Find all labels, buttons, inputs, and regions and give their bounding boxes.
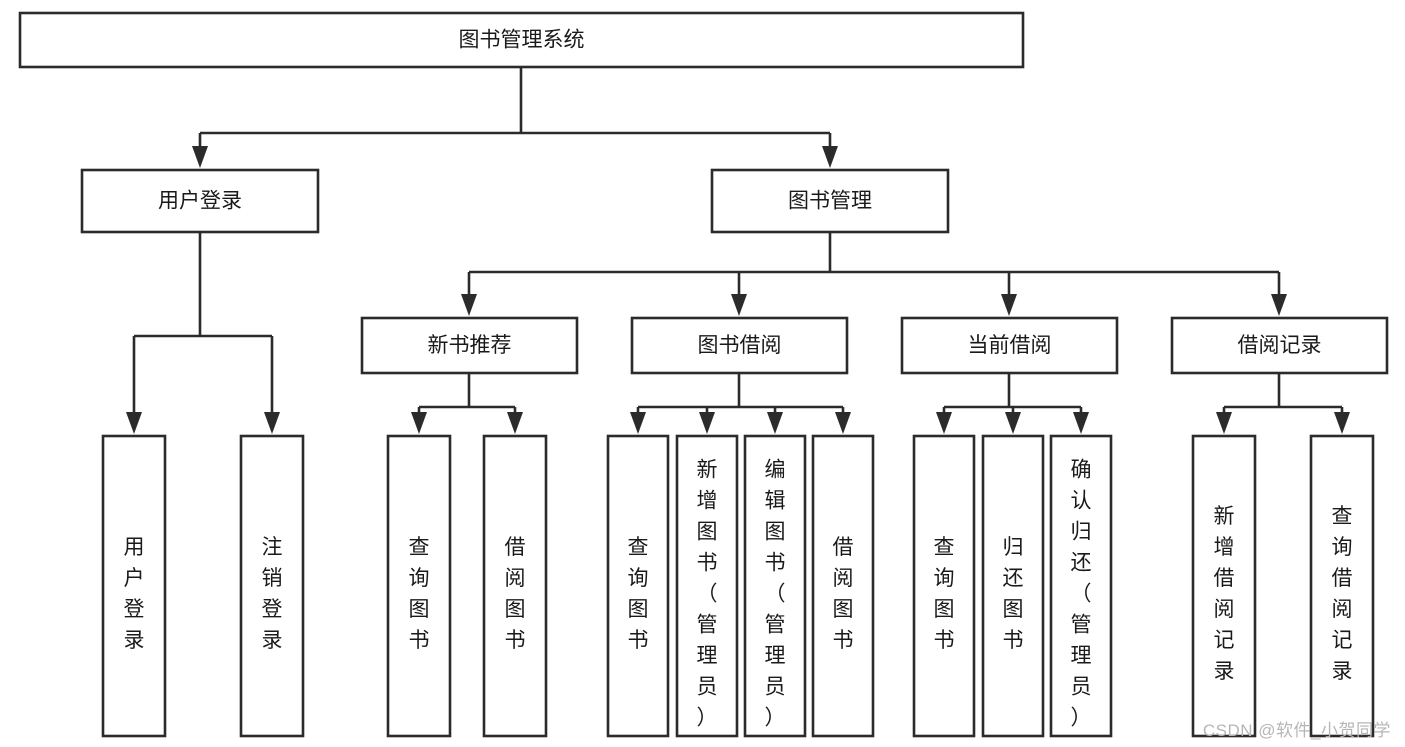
connectors-layer xyxy=(126,67,1350,434)
node-current-borrow[interactable]: 当前借阅 xyxy=(900,316,1119,375)
node-box[interactable] xyxy=(743,434,807,738)
node-box[interactable] xyxy=(900,316,1119,375)
connector-group-root-to-level2 xyxy=(192,67,838,168)
arrow-head-icon xyxy=(822,146,838,168)
node-leaf-rec-add[interactable]: 新增借阅记录 xyxy=(1191,434,1257,738)
nodes-layer: 图书管理系统用户登录图书管理新书推荐图书借阅当前借阅借阅记录用户登录注销登录查询… xyxy=(18,11,1389,738)
node-box[interactable] xyxy=(675,434,739,738)
node-box[interactable] xyxy=(981,434,1045,738)
arrow-head-icon xyxy=(461,294,477,316)
node-new-book-rec[interactable]: 新书推荐 xyxy=(360,316,579,375)
node-box[interactable] xyxy=(80,168,320,234)
arrow-head-icon xyxy=(411,412,427,434)
node-label: 注销登录 xyxy=(262,536,283,652)
node-label: 查询借阅记录 xyxy=(1332,505,1353,683)
node-label: 归还图书 xyxy=(1003,536,1024,652)
node-leaf-rec-query[interactable]: 查询图书 xyxy=(386,434,452,738)
node-leaf-borrow-edit[interactable]: 编辑图书（管理员） xyxy=(743,434,807,738)
node-leaf-rec-borrow[interactable]: 借阅图书 xyxy=(482,434,548,738)
node-leaf-cur-query[interactable]: 查询图书 xyxy=(912,434,976,738)
node-box[interactable] xyxy=(1191,434,1257,738)
node-label: 用户登录 xyxy=(124,536,145,652)
arrow-head-icon xyxy=(1001,294,1017,316)
connector-group-bookborrow-to-leaves xyxy=(630,373,851,434)
node-box[interactable] xyxy=(1049,434,1113,738)
node-box[interactable] xyxy=(386,434,452,738)
node-box[interactable] xyxy=(101,434,167,738)
node-label: 查询图书 xyxy=(628,536,649,652)
node-box[interactable] xyxy=(239,434,305,738)
node-leaf-borrow-do[interactable]: 借阅图书 xyxy=(811,434,875,738)
node-label: 新书推荐 xyxy=(428,334,512,357)
node-leaf-user-logout[interactable]: 注销登录 xyxy=(239,434,305,738)
node-label: 新增借阅记录 xyxy=(1214,505,1235,683)
arrow-head-icon xyxy=(192,146,208,168)
arrow-head-icon xyxy=(1005,412,1021,434)
node-book-borrow[interactable]: 图书借阅 xyxy=(630,316,849,375)
arrow-head-icon xyxy=(767,412,783,434)
node-label: 用户登录 xyxy=(158,190,242,213)
arrow-head-icon xyxy=(126,412,142,434)
node-label: 图书管理 xyxy=(788,190,872,213)
node-label: 编辑图书（管理员） xyxy=(765,458,786,729)
node-box[interactable] xyxy=(606,434,670,738)
arrow-head-icon xyxy=(1073,412,1089,434)
node-box[interactable] xyxy=(630,316,849,375)
node-root[interactable]: 图书管理系统 xyxy=(18,11,1025,69)
node-box[interactable] xyxy=(1309,434,1375,738)
arrow-head-icon xyxy=(1334,412,1350,434)
arrow-head-icon xyxy=(507,412,523,434)
node-label: 图书借阅 xyxy=(698,334,782,357)
arrow-head-icon xyxy=(1271,294,1287,316)
node-leaf-user-login[interactable]: 用户登录 xyxy=(101,434,167,738)
node-leaf-borrow-query[interactable]: 查询图书 xyxy=(606,434,670,738)
arrow-head-icon xyxy=(630,412,646,434)
connector-group-userlogin-to-leaves xyxy=(126,232,280,434)
node-label: 借阅记录 xyxy=(1238,334,1322,357)
node-book-manage[interactable]: 图书管理 xyxy=(710,168,950,234)
node-box[interactable] xyxy=(1170,316,1389,375)
node-box[interactable] xyxy=(482,434,548,738)
node-label: 查询图书 xyxy=(934,536,955,652)
arrow-head-icon xyxy=(699,412,715,434)
arrow-head-icon xyxy=(731,294,747,316)
node-leaf-cur-return[interactable]: 归还图书 xyxy=(981,434,1045,738)
node-label: 图书管理系统 xyxy=(459,29,585,52)
node-box[interactable] xyxy=(710,168,950,234)
connector-group-newbookrec-to-leaves xyxy=(411,373,523,434)
node-box[interactable] xyxy=(912,434,976,738)
node-label: 借阅图书 xyxy=(505,536,526,652)
node-label: 查询图书 xyxy=(409,536,430,652)
node-box[interactable] xyxy=(18,11,1025,69)
arrow-head-icon xyxy=(835,412,851,434)
node-box[interactable] xyxy=(811,434,875,738)
arrow-head-icon xyxy=(1216,412,1232,434)
connector-group-borrowrecord-to-leaves xyxy=(1216,373,1350,434)
node-borrow-record[interactable]: 借阅记录 xyxy=(1170,316,1389,375)
connector-group-currentborrow-to-leaves xyxy=(936,373,1089,434)
arrow-head-icon xyxy=(936,412,952,434)
node-box[interactable] xyxy=(360,316,579,375)
node-leaf-cur-confirm[interactable]: 确认归还（管理员） xyxy=(1049,434,1113,738)
node-leaf-borrow-add[interactable]: 新增图书（管理员） xyxy=(675,434,739,738)
node-label: 当前借阅 xyxy=(968,334,1052,357)
node-label: 新增图书（管理员） xyxy=(697,458,718,729)
node-label: 借阅图书 xyxy=(833,536,854,652)
arrow-head-icon xyxy=(264,412,280,434)
node-user-login[interactable]: 用户登录 xyxy=(80,168,320,234)
connector-group-bookmanage-to-level3 xyxy=(461,232,1287,316)
node-label: 确认归还（管理员） xyxy=(1071,458,1092,729)
node-leaf-rec-search[interactable]: 查询借阅记录 xyxy=(1309,434,1375,738)
